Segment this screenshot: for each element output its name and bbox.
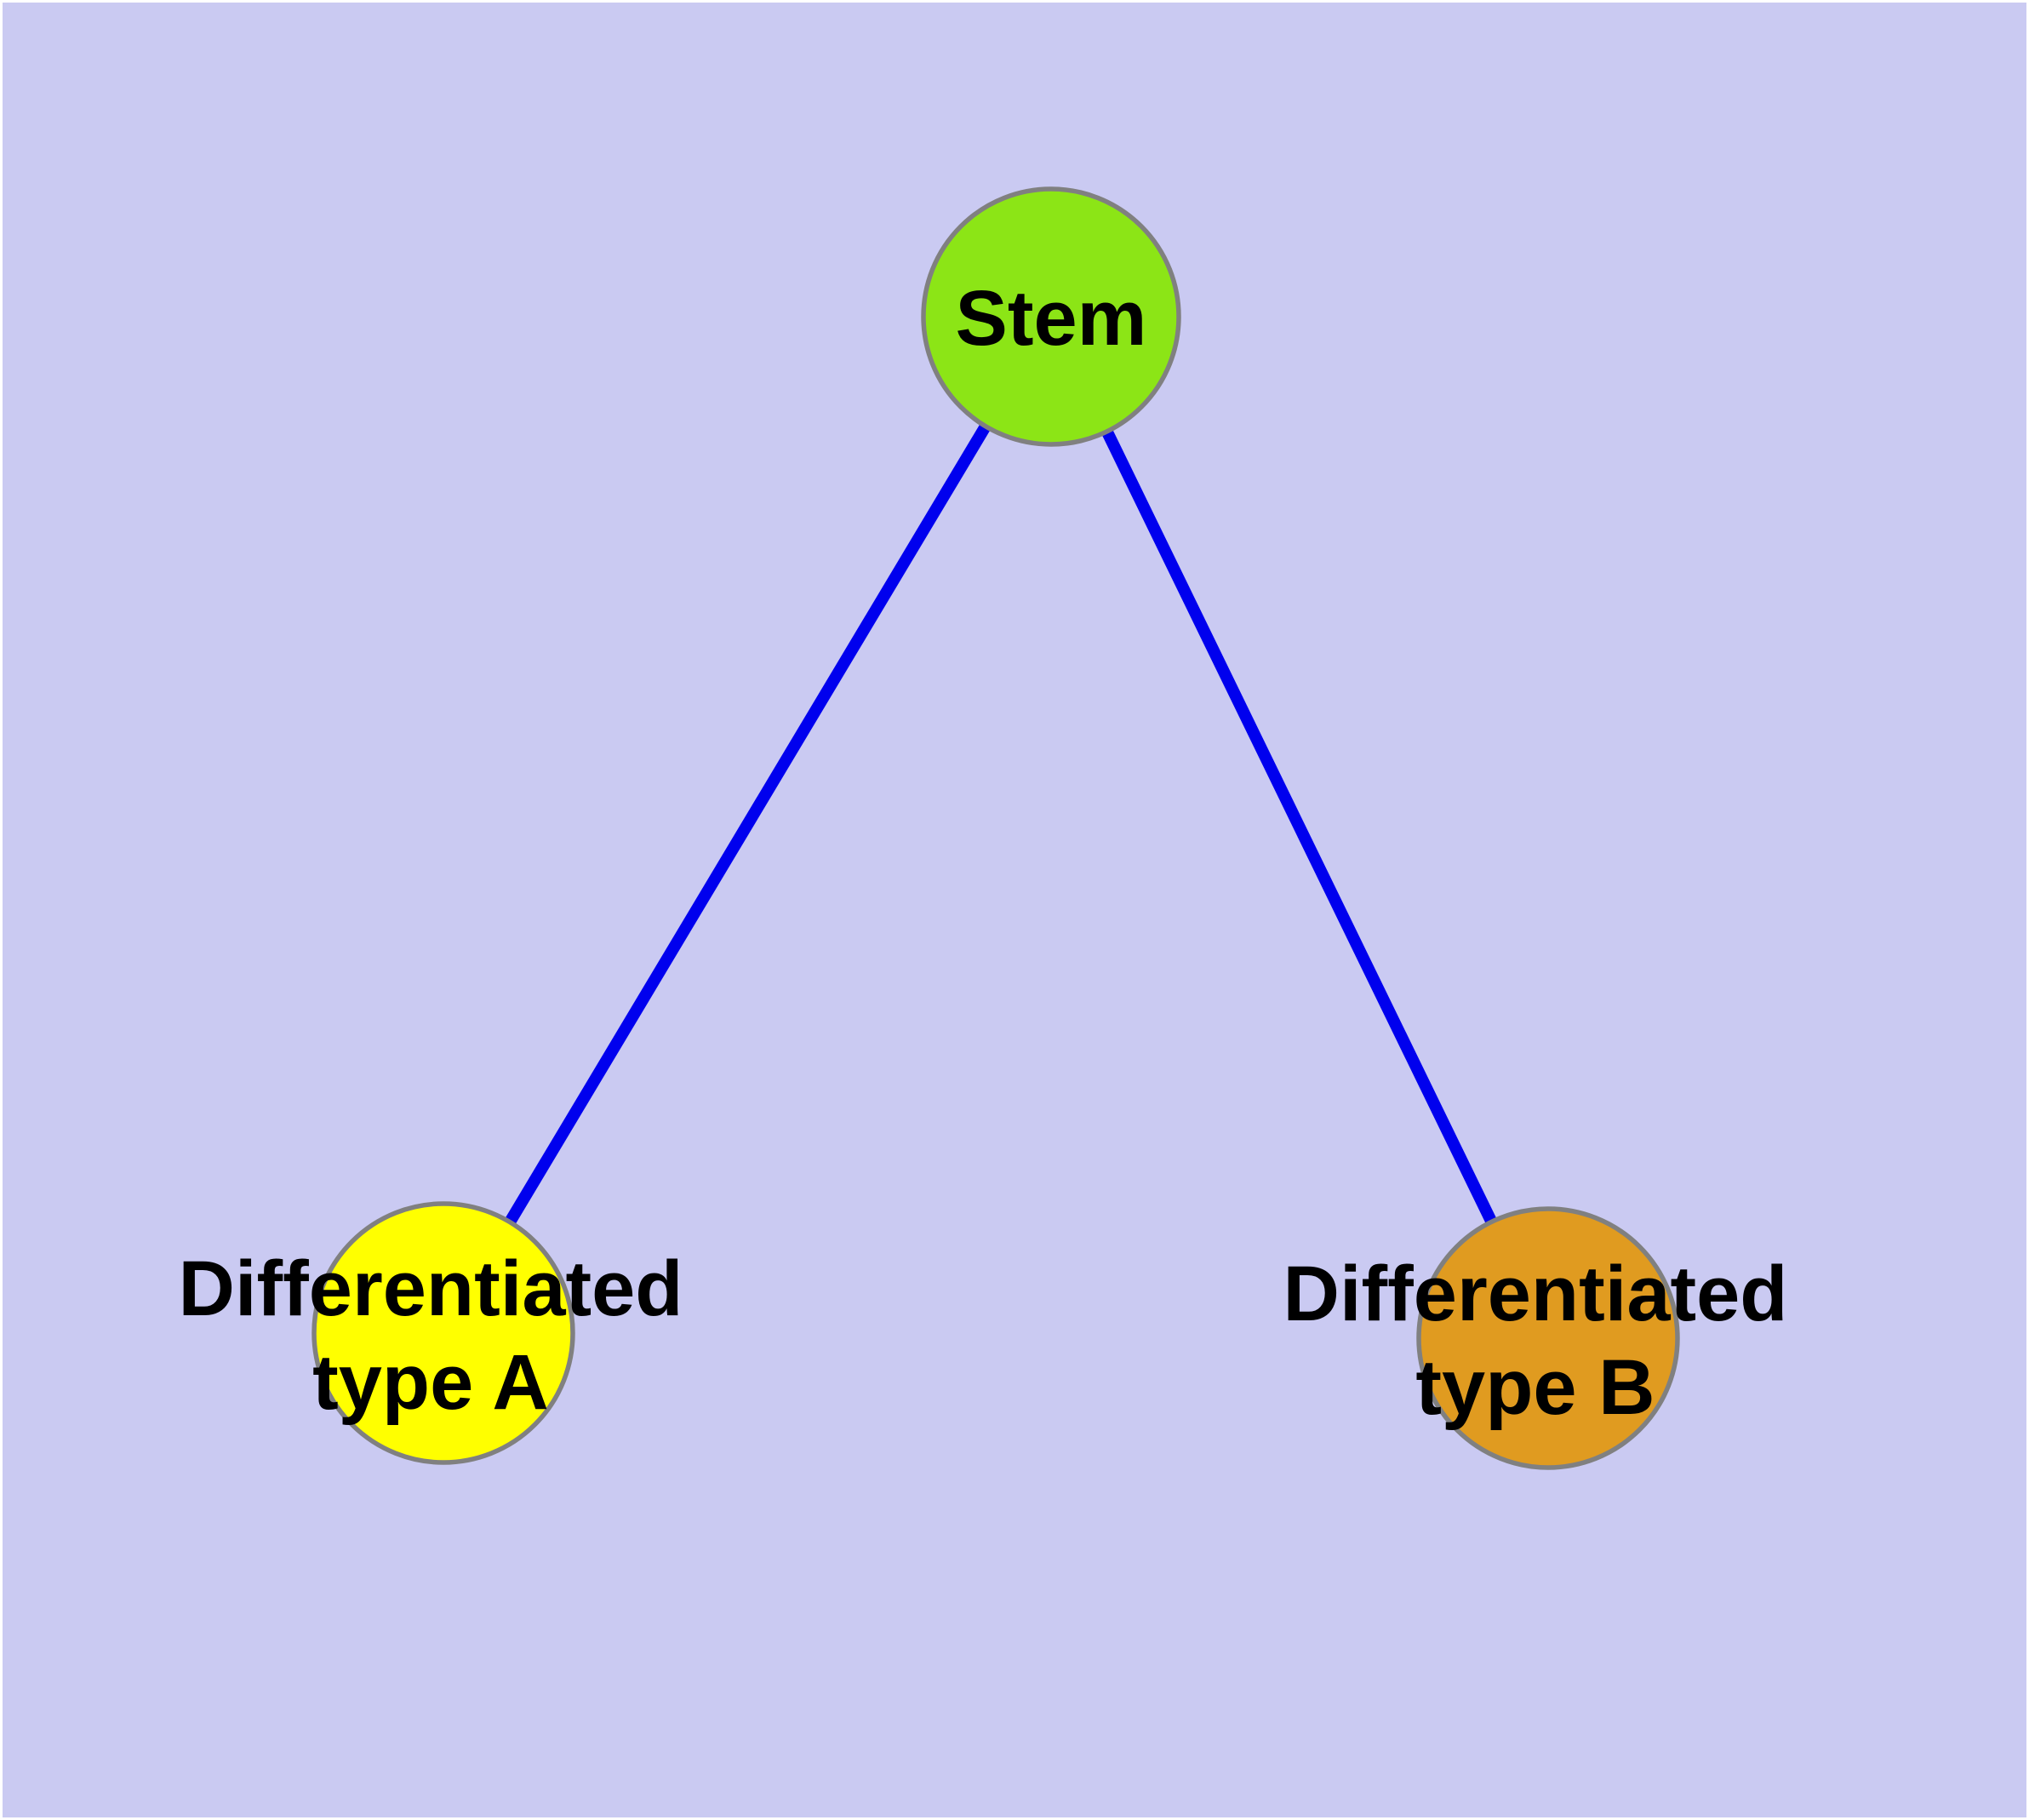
differentiated-type-b-label-line2: type B [1415,1344,1655,1431]
differentiated-type-a-label-line1: Differentiated [179,1245,683,1332]
edge-stem-to-type-b [1045,313,1554,1342]
stem-node [921,186,1181,447]
stem-node-label: Stem [956,275,1147,362]
differentiated-type-b-label-line1: Differentiated [1283,1251,1788,1337]
differentiated-type-a-node [311,1201,575,1465]
differentiated-type-b-node [1416,1206,1680,1470]
edge-stem-to-type-a [437,313,1057,1336]
differentiated-type-a-label-line2: type A [312,1339,549,1426]
